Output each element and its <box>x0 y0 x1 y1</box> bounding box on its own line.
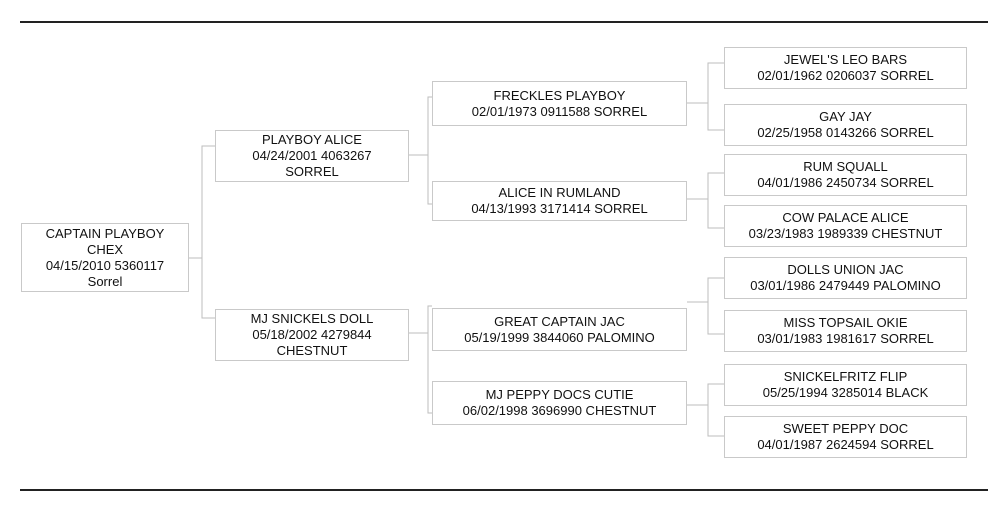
sd-dam-name: COW PALACE ALICE <box>782 210 909 225</box>
dam-sire-box: GREAT CAPTAIN JAC 05/19/1999 3844060 PAL… <box>432 308 687 351</box>
dam-sire-name: GREAT CAPTAIN JAC <box>494 313 625 329</box>
dd-sire-name: SNICKELFRITZ FLIP <box>783 369 908 384</box>
ds-dam-name: MISS TOPSAIL OKIE <box>783 315 908 330</box>
subject-horse-box: CAPTAIN PLAYBOY CHEX 04/15/2010 5360117 … <box>21 223 189 292</box>
dam-dam-box: MJ PEPPY DOCS CUTIE 06/02/1998 3696990 C… <box>432 381 687 425</box>
sire-dam-name: ALICE IN RUMLAND <box>498 185 621 200</box>
ss-dam-box: GAY JAY 02/25/1958 0143266 SORREL <box>724 104 967 146</box>
ss-dam-name: GAY JAY <box>819 109 872 124</box>
ds-dam-details: 03/01/1983 1981617 SORREL <box>757 331 934 346</box>
connector-sire-sire <box>409 96 432 156</box>
dd-sire-box: SNICKELFRITZ FLIP 05/25/1994 3285014 BLA… <box>724 364 967 406</box>
top-divider <box>20 21 988 23</box>
ss-sire-name: JEWEL'S LEO BARS <box>783 52 908 67</box>
dd-dam-name: SWEET PEPPY DOC <box>782 421 909 436</box>
ss-sire-box: JEWEL'S LEO BARS 02/01/1962 0206037 SORR… <box>724 47 967 89</box>
sd-sire-box: RUM SQUALL 04/01/1986 2450734 SORREL <box>724 154 967 196</box>
subject-name-line1: CAPTAIN PLAYBOY <box>45 225 165 241</box>
ds-dam-box: MISS TOPSAIL OKIE 03/01/1983 1981617 SOR… <box>724 310 967 352</box>
sd-dam-details: 03/23/1983 1989339 CHESTNUT <box>748 226 943 241</box>
bottom-divider <box>20 489 988 491</box>
connector-dd-sire <box>687 383 724 406</box>
sire-name: PLAYBOY ALICE <box>262 132 362 147</box>
connector-dam-sire <box>409 305 432 334</box>
dam-sire-details: 05/19/1999 3844060 PALOMINO <box>464 329 655 345</box>
ds-sire-name: DOLLS UNION JAC <box>787 262 904 277</box>
dd-dam-box: SWEET PEPPY DOC 04/01/1987 2624594 SORRE… <box>724 416 967 458</box>
connector-ss-dam <box>707 103 724 131</box>
sd-dam-box: COW PALACE ALICE 03/23/1983 1989339 CHES… <box>724 205 967 247</box>
connector-subject-dam <box>201 258 215 319</box>
connector-sd-sire <box>687 172 724 200</box>
ss-dam-details: 02/25/1958 0143266 SORREL <box>757 125 934 140</box>
sire-sire-details: 02/01/1973 0911588 SORREL <box>471 103 648 119</box>
dd-sire-details: 05/25/1994 3285014 BLACK <box>762 385 929 400</box>
connector-sire-dam <box>427 155 432 205</box>
connector-dd-dam <box>707 405 724 437</box>
dam-registration: 05/18/2002 4279844 <box>252 327 372 342</box>
sire-color: SORREL <box>285 164 339 179</box>
connector-ss-sire <box>687 62 724 104</box>
dam-dam-details: 06/02/1998 3696990 CHESTNUT <box>462 403 657 418</box>
connector-subject-sire <box>188 145 215 259</box>
dam-dam-name: MJ PEPPY DOCS CUTIE <box>485 387 634 402</box>
sd-sire-details: 04/01/1986 2450734 SORREL <box>757 175 934 190</box>
connector-dam-dam <box>427 333 432 414</box>
dam-box: MJ SNICKELS DOLL 05/18/2002 4279844 CHES… <box>215 309 409 361</box>
sire-sire-box: FRECKLES PLAYBOY 02/01/1973 0911588 SORR… <box>432 81 687 126</box>
dam-name: MJ SNICKELS DOLL <box>250 311 374 326</box>
connector-sd-dam <box>707 199 724 229</box>
ds-sire-details: 03/01/1986 2479449 PALOMINO <box>750 278 941 293</box>
connector-ds-dam <box>707 302 724 335</box>
subject-name-line2: CHEX <box>86 241 124 257</box>
sire-dam-box: ALICE IN RUMLAND 04/13/1993 3171414 SORR… <box>432 181 687 221</box>
subject-registration: 04/15/2010 5360117 <box>45 257 165 273</box>
subject-color: Sorrel <box>87 273 123 289</box>
connector-ds-sire <box>687 277 724 303</box>
dam-color: CHESTNUT <box>276 343 348 358</box>
sire-dam-details: 04/13/1993 3171414 SORREL <box>471 201 648 216</box>
sd-sire-name: RUM SQUALL <box>803 159 888 174</box>
dd-dam-details: 04/01/1987 2624594 SORREL <box>757 437 934 452</box>
sire-sire-name: FRECKLES PLAYBOY <box>493 87 626 103</box>
ds-sire-box: DOLLS UNION JAC 03/01/1986 2479449 PALOM… <box>724 257 967 299</box>
sire-registration: 04/24/2001 4063267 <box>252 148 372 163</box>
sire-box: PLAYBOY ALICE 04/24/2001 4063267 SORREL <box>215 130 409 182</box>
ss-sire-details: 02/01/1962 0206037 SORREL <box>757 68 934 83</box>
